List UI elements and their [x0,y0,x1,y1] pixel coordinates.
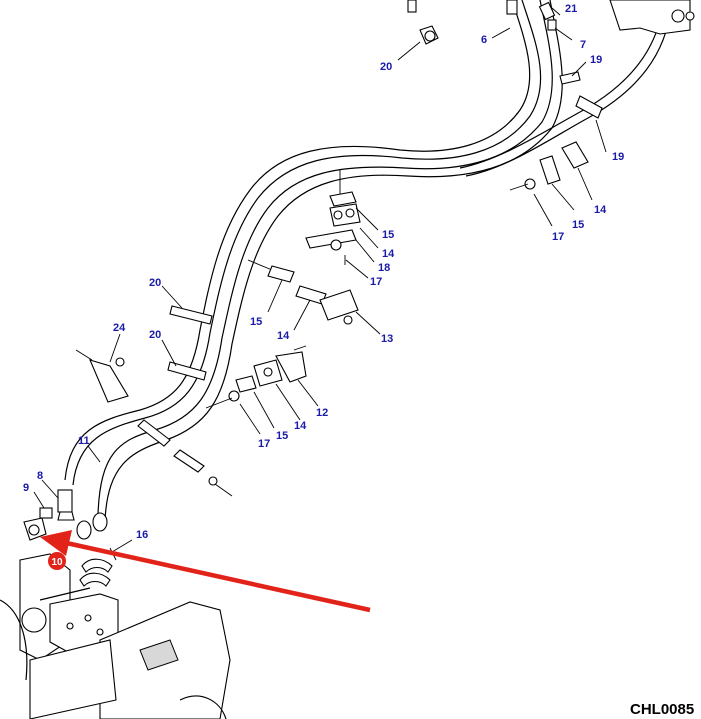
callout-14: 14 [294,420,307,432]
callout-17: 17 [552,231,564,243]
callout-16: 16 [136,529,148,541]
top-fittings [407,0,695,45]
callout-7: 7 [580,39,586,51]
callout-15: 15 [572,219,584,231]
callout-14: 14 [382,248,395,260]
callout-8: 8 [37,470,43,482]
upper-right-clamp-group [509,71,603,191]
callout-19: 19 [590,54,602,66]
callout-14: 14 [594,204,607,216]
callout-15: 15 [382,229,394,241]
callout-24: 24 [113,322,126,334]
highlighted-part-badge: 10 [48,552,66,570]
machine-base [0,553,231,719]
callout-15: 15 [250,316,262,328]
callout-19: 19 [612,151,624,163]
highlight-arrow [40,530,371,613]
bracket-24 [75,349,129,403]
drawing-code: CHL0085 [630,701,694,718]
callout-20: 20 [149,329,161,341]
callout-20: 20 [149,277,161,289]
callout-9: 9 [23,482,29,494]
callout-18: 18 [378,262,390,274]
mid-clamp-group [247,259,359,325]
callout-15: 15 [276,430,288,442]
callout-11: 11 [78,435,90,447]
leader-lines [33,7,607,553]
callout-14: 14 [277,330,290,342]
callout-21: 21 [565,3,577,15]
callout-13: 13 [381,333,393,345]
center-clamp-group [305,170,361,265]
callout-17: 17 [370,276,382,288]
hose-clamp-bars [137,305,233,497]
lower-clamp-group [205,345,307,409]
callout-17: 17 [258,438,270,450]
callout-12: 12 [316,407,328,419]
callout-labels: 21 7 6 20 19 19 15 14 17 15 14 18 17 20 … [23,3,624,541]
callout-20: 20 [380,61,392,73]
lower-fittings [23,489,117,587]
highlighted-part-label: 10 [51,557,63,568]
callout-6: 6 [481,34,487,46]
